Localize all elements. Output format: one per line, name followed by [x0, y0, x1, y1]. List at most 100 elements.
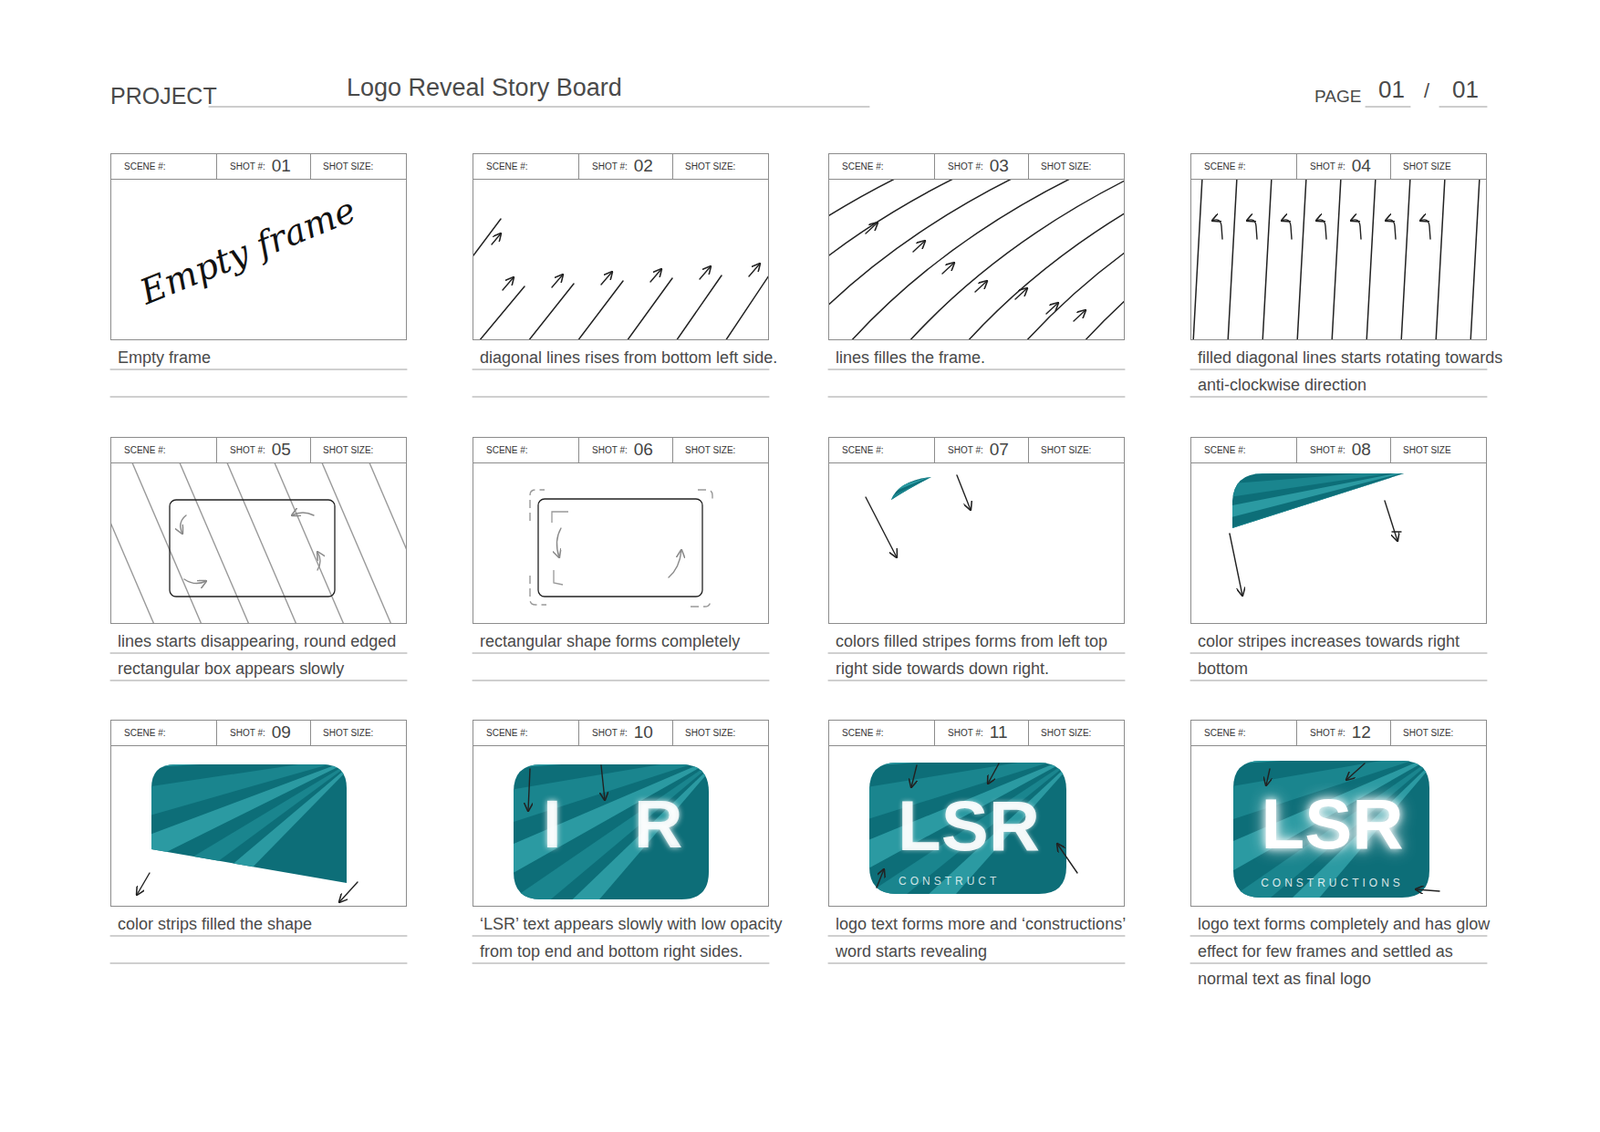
- color-stripe: [882, 475, 936, 507]
- shot-caption: lines filles the frame.: [835, 343, 1143, 372]
- shot-cell: SHOT #: 03: [935, 154, 1029, 179]
- sketch-line: [1227, 178, 1237, 340]
- shot-size-cell: SHOT SIZE:: [311, 720, 406, 746]
- sketch-line: [577, 280, 624, 340]
- direction-arrow: [339, 882, 358, 903]
- color-stripe: [504, 753, 725, 906]
- shot-size-label: SHOT SIZE:: [322, 445, 374, 457]
- storyboard-panel: SCENE #:SHOT #:01SHOT SIZE:Empty frameEm…: [110, 153, 407, 341]
- page-underline: [1439, 106, 1487, 108]
- scene-label: SCENE #:: [841, 445, 884, 457]
- storyboard-panel: SCENE #:SHOT #:06SHOT SIZE:rectangular s…: [472, 436, 769, 624]
- panel-header: SCENE #:SHOT #:10SHOT SIZE:: [473, 720, 769, 747]
- curved-arrow: [184, 579, 207, 584]
- shot-size-label: SHOT SIZE: [1402, 445, 1452, 457]
- color-stripe: [504, 753, 725, 906]
- direction-arrow: [1057, 843, 1078, 873]
- shot-size-cell: SHOT SIZE:: [311, 437, 406, 463]
- direction-arrow: [942, 262, 955, 274]
- shot-cell: SHOT #:02: [579, 154, 674, 179]
- page-underline: [1365, 106, 1411, 108]
- scene-label: SCENE #:: [841, 161, 884, 173]
- frame-art: [473, 218, 771, 342]
- shot-number: 12: [1351, 723, 1372, 743]
- shot-cell: SHOT #:05: [217, 437, 312, 463]
- frame-content: [1193, 178, 1480, 340]
- page-slash: /: [1423, 79, 1430, 104]
- caption-underline: [472, 963, 769, 965]
- stripe-group: [504, 745, 725, 906]
- color-stripe: [142, 755, 363, 906]
- stripe-group: [882, 467, 936, 520]
- shot-size-cell: SHOT SIZE:: [1028, 437, 1124, 463]
- storyboard-panel: SCENE #:SHOT #:11SHOT SIZE:LSRCONSTRUCTl…: [828, 719, 1125, 907]
- shot-size-cell: SHOT SIZE:: [673, 154, 769, 179]
- shot-number: 09: [271, 723, 291, 743]
- scene-cell: SCENE #:: [1191, 154, 1298, 179]
- curved-arrow: [1316, 219, 1327, 239]
- shot-label: SHOT #:: [1309, 727, 1346, 739]
- logo-subtitle: CONSTRUCTIONS: [1234, 876, 1431, 890]
- shot-label: SHOT #:: [592, 727, 628, 739]
- shot-label: SHOT #:: [947, 161, 984, 173]
- forming-corner: [529, 489, 545, 521]
- color-stripe: [1224, 749, 1445, 876]
- stripe-base: [886, 472, 936, 505]
- shot-number: 03: [989, 156, 1009, 177]
- frame-content: [865, 467, 971, 559]
- color-stripe: [504, 753, 725, 878]
- caption-underline: [110, 653, 407, 655]
- scene-cell: SCENE #:: [1191, 720, 1298, 746]
- color-stripe: [1224, 749, 1445, 906]
- shot-size-label: SHOT SIZE:: [1040, 445, 1091, 457]
- storyboard-panel: SCENE #:SHOT #:09SHOT SIZE:color strips …: [110, 719, 407, 907]
- shot-label: SHOT #:: [947, 727, 984, 739]
- sketch-line: [1470, 178, 1480, 340]
- scene-cell: SCENE #:: [829, 720, 936, 746]
- shot-size-label: SHOT SIZE:: [685, 445, 736, 457]
- direction-arrow: [551, 274, 563, 288]
- frame-content: [529, 489, 713, 607]
- direction-arrow: [1046, 302, 1059, 314]
- direction-arrow: [1073, 310, 1086, 322]
- logo-letter: I: [542, 790, 562, 859]
- color-stripe: [860, 745, 1082, 767]
- sketch-line: [829, 178, 903, 340]
- direction-arrow: [956, 475, 971, 510]
- shot-number: 02: [633, 156, 654, 177]
- panel-header: SCENE #:SHOT #:08SHOT SIZE: [1191, 437, 1486, 464]
- curved-arrow: [668, 550, 682, 578]
- shot-caption: logo text forms more and ‘constructions’…: [835, 910, 1143, 966]
- color-stripe: [1224, 745, 1445, 765]
- caption-underline: [1190, 396, 1487, 398]
- fading-line: [368, 462, 406, 624]
- shot-size-label: SHOT SIZE:: [685, 727, 736, 739]
- color-stripe: [860, 751, 1082, 873]
- sketch-line: [626, 278, 673, 340]
- scene-cell: SCENE #:: [111, 720, 218, 746]
- forming-corner: [551, 511, 569, 523]
- caption-underline: [110, 396, 407, 398]
- caption-underline: [1190, 653, 1487, 655]
- shot-size-cell: SHOT SIZE:: [673, 437, 769, 463]
- panel-header: SCENE #:SHOT #:12SHOT SIZE:: [1191, 720, 1486, 747]
- panel-header: SCENE #:SHOT #:07SHOT SIZE:: [829, 437, 1124, 464]
- direction-arrow: [1229, 533, 1243, 596]
- caption-underline: [110, 963, 407, 965]
- frame-art: [865, 467, 971, 559]
- shot-label: SHOT #:: [1309, 445, 1346, 457]
- frame-art: [1223, 450, 1418, 596]
- direction-arrow: [601, 271, 613, 285]
- caption-underline: [472, 369, 769, 371]
- caption-underline: [110, 680, 407, 682]
- color-stripe: [142, 755, 363, 906]
- scene-cell: SCENE #:: [829, 437, 936, 463]
- shot-size-cell: SHOT SIZE:: [311, 154, 406, 179]
- shot-caption: ‘LSR’ text appears slowly with low opaci…: [479, 910, 788, 966]
- curved-arrow: [556, 528, 562, 558]
- header-lines: [208, 106, 1487, 108]
- shot-caption: color strips filled the shape: [117, 910, 426, 938]
- shot-size-cell: SHOT SIZE: [1391, 437, 1486, 463]
